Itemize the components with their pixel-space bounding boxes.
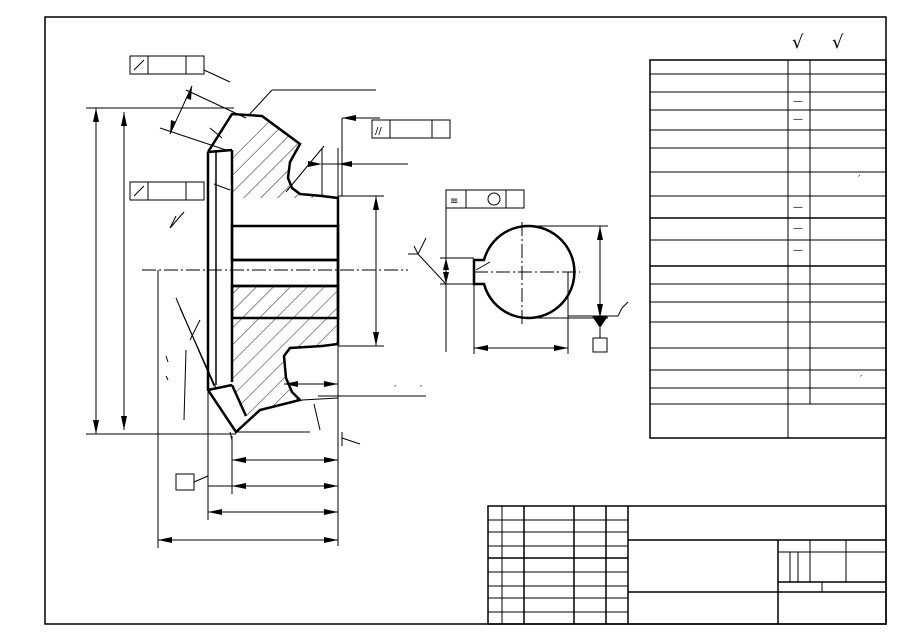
datum-box-bottom	[175, 473, 209, 491]
table-tick-1: ′	[858, 174, 861, 185]
table-dash-5: —	[793, 245, 803, 256]
leader-tick-1: ′	[394, 384, 397, 395]
tolerance-frame-top-left	[129, 55, 231, 83]
table-tick-2: ′	[860, 374, 863, 385]
roughness-mark-other: √	[832, 32, 844, 53]
bore-side-view	[408, 222, 629, 354]
tolerance-frame-symmetry: ≡	[445, 189, 525, 258]
table-dash-3: —	[793, 202, 803, 213]
parameter-table: — — — — — ′ ′	[649, 59, 887, 439]
tolerance-frame-left	[129, 181, 205, 201]
symmetry-symbol: ≡	[450, 196, 458, 207]
table-dash-4: —	[793, 223, 803, 234]
dimension-lines: ′ ′	[86, 85, 426, 548]
table-dash-2: —	[793, 114, 803, 125]
parallel-symbol: //	[375, 126, 382, 137]
tolerance-frame-parallel: //	[371, 119, 451, 139]
title-block	[487, 505, 887, 625]
leader-tick-2: ′	[420, 384, 423, 395]
table-dash-1: —	[793, 96, 803, 107]
roughness-mark-general: √	[792, 32, 804, 53]
